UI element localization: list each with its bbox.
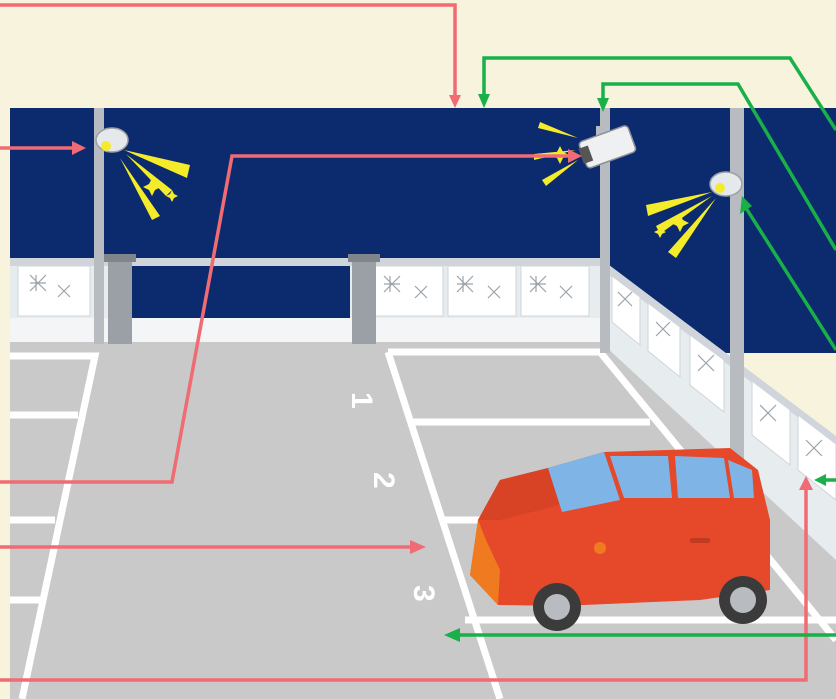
space-number-3: 3: [407, 585, 440, 602]
space-number-1: 1: [345, 392, 378, 409]
space-number-2: 2: [367, 472, 400, 489]
